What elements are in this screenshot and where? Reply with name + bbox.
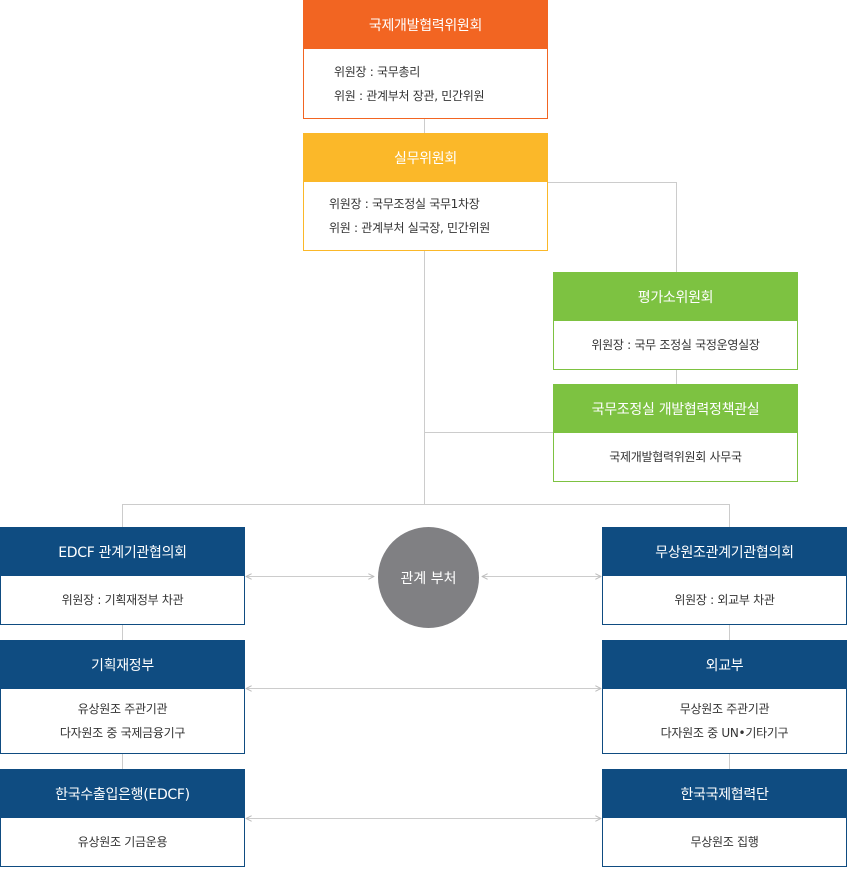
working-committee-box: 실무위원회 위원장 : 국무조정실 국무1차장 위원 : 관계부처 실국장, 민… bbox=[303, 133, 548, 251]
edcf-council-title: EDCF 관계기관협의회 bbox=[1, 528, 244, 576]
koica-box: 한국국제협력단 무상원조 집행 bbox=[602, 769, 847, 867]
foreign-ministry-role-2: 다자원조 중 UN•기타기구 bbox=[660, 726, 789, 740]
koica-body: 무상원조 집행 bbox=[603, 818, 846, 866]
edcf-council-chair: 위원장 : 기획재정부 차관 bbox=[61, 593, 184, 607]
edcf-council-body: 위원장 : 기획재정부 차관 bbox=[1, 576, 244, 624]
koica-title: 한국국제협력단 bbox=[603, 770, 846, 818]
working-committee-members: 위원 : 관계부처 실국장, 민간위원 bbox=[329, 221, 490, 235]
edcf-council-box: EDCF 관계기관협의회 위원장 : 기획재정부 차관 bbox=[0, 527, 245, 625]
foreign-ministry-box: 외교부 무상원조 주관기관 다자원조 중 UN•기타기구 bbox=[602, 640, 847, 754]
foreign-ministry-title: 외교부 bbox=[603, 641, 846, 689]
foreign-ministry-role-1: 무상원조 주관기관 bbox=[679, 702, 770, 716]
finance-ministry-title: 기획재정부 bbox=[1, 641, 244, 689]
connector-branch bbox=[122, 504, 730, 527]
grant-council-body: 위원장 : 외교부 차관 bbox=[603, 576, 846, 624]
foreign-ministry-body: 무상원조 주관기관 다자원조 중 UN•기타기구 bbox=[603, 689, 846, 753]
top-committee-box: 국제개발협력위원회 위원장 : 국무총리 위원 : 관계부처 장관, 민간위원 bbox=[303, 0, 548, 119]
related-ministries-hub: 관계 부처 bbox=[378, 527, 479, 628]
eximbank-title: 한국수출입은행(EDCF) bbox=[1, 770, 244, 818]
policy-office-box: 국무조정실 개발협력정책관실 국제개발협력위원회 사무국 bbox=[553, 384, 798, 482]
finance-ministry-box: 기획재정부 유상원조 주관기관 다자원조 중 국제금융기구 bbox=[0, 640, 245, 754]
top-committee-members: 위원 : 관계부처 장관, 민간위원 bbox=[334, 88, 485, 103]
top-committee-title: 국제개발협력위원회 bbox=[304, 1, 547, 49]
grant-council-chair: 위원장 : 외교부 차관 bbox=[674, 593, 775, 607]
eximbank-box: 한국수출입은행(EDCF) 유상원조 기금운용 bbox=[0, 769, 245, 867]
finance-ministry-role-2: 다자원조 중 국제금융기구 bbox=[59, 726, 186, 740]
eximbank-role: 유상원조 기금운용 bbox=[77, 835, 168, 849]
finance-ministry-body: 유상원조 주관기관 다자원조 중 국제금융기구 bbox=[1, 689, 244, 753]
policy-office-body: 국제개발협력위원회 사무국 bbox=[554, 433, 797, 481]
policy-office-title: 국무조정실 개발협력정책관실 bbox=[554, 385, 797, 433]
top-committee-body: 위원장 : 국무총리 위원 : 관계부처 장관, 민간위원 bbox=[304, 49, 547, 118]
finance-ministry-role-1: 유상원조 주관기관 bbox=[77, 702, 168, 716]
evaluation-committee-box: 평가소위원회 위원장 : 국무 조정실 국정운영실장 bbox=[553, 272, 798, 370]
policy-office-role: 국제개발협력위원회 사무국 bbox=[609, 450, 742, 464]
evaluation-committee-title: 평가소위원회 bbox=[554, 273, 797, 321]
working-committee-body: 위원장 : 국무조정실 국무1차장 위원 : 관계부처 실국장, 민간위원 bbox=[304, 182, 547, 250]
koica-role: 무상원조 집행 bbox=[690, 835, 759, 849]
top-committee-chair: 위원장 : 국무총리 bbox=[334, 64, 420, 79]
grant-council-box: 무상원조관계기관협의회 위원장 : 외교부 차관 bbox=[602, 527, 847, 625]
working-committee-title: 실무위원회 bbox=[304, 134, 547, 182]
grant-council-title: 무상원조관계기관협의회 bbox=[603, 528, 846, 576]
evaluation-committee-chair: 위원장 : 국무 조정실 국정운영실장 bbox=[591, 338, 760, 352]
hub-label: 관계 부처 bbox=[400, 570, 457, 587]
connector-working-evaluation bbox=[547, 182, 677, 272]
eximbank-body: 유상원조 기금운용 bbox=[1, 818, 244, 866]
evaluation-committee-body: 위원장 : 국무 조정실 국정운영실장 bbox=[554, 321, 797, 369]
working-committee-chair: 위원장 : 국무조정실 국무1차장 bbox=[329, 197, 480, 211]
